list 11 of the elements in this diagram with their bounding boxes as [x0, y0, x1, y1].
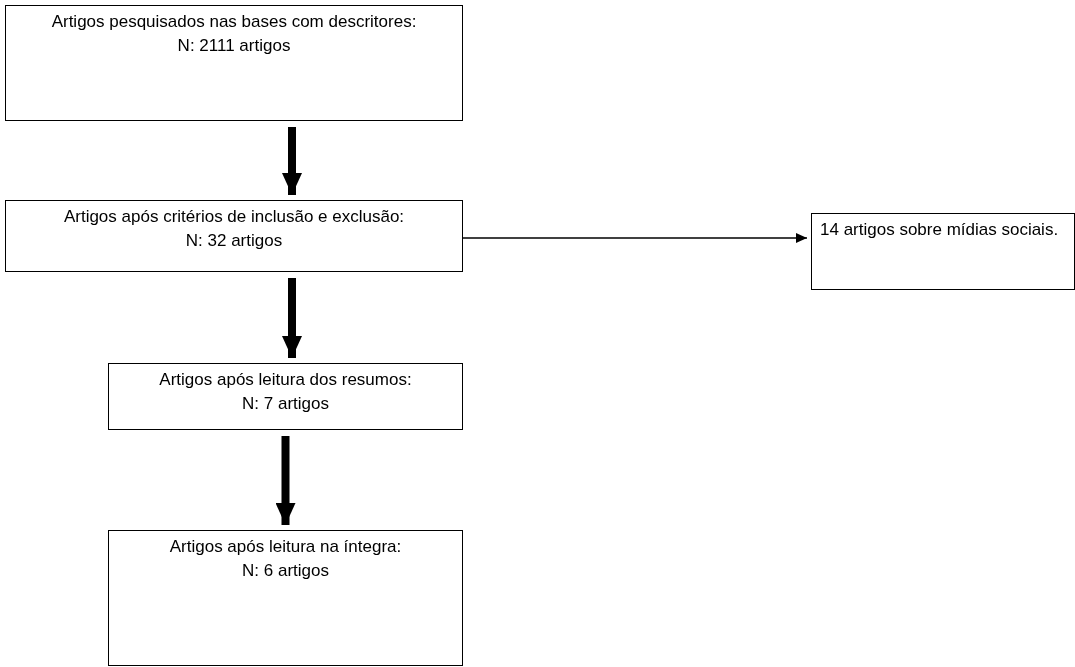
- box-text: 14 artigos sobre mídias sociais.: [819, 219, 1060, 241]
- arrow: [462, 233, 808, 243]
- box-text: Artigos após leitura dos resumos: N: 7 artigos: [158, 369, 413, 415]
- box-text: Artigos pesquisados nas bases com descritores: N: 2111 artigos: [50, 11, 418, 57]
- process-box: [5, 5, 463, 121]
- box-text: Artigos após critérios de inclusão e exclusão: N: 32 artigos: [62, 206, 406, 252]
- process-box: [5, 200, 463, 272]
- process-box: [811, 213, 1075, 290]
- process-box: [108, 530, 463, 666]
- box-text: Artigos após leitura na íntegra: N: 6 artigos: [168, 536, 403, 582]
- process-box: [108, 363, 463, 430]
